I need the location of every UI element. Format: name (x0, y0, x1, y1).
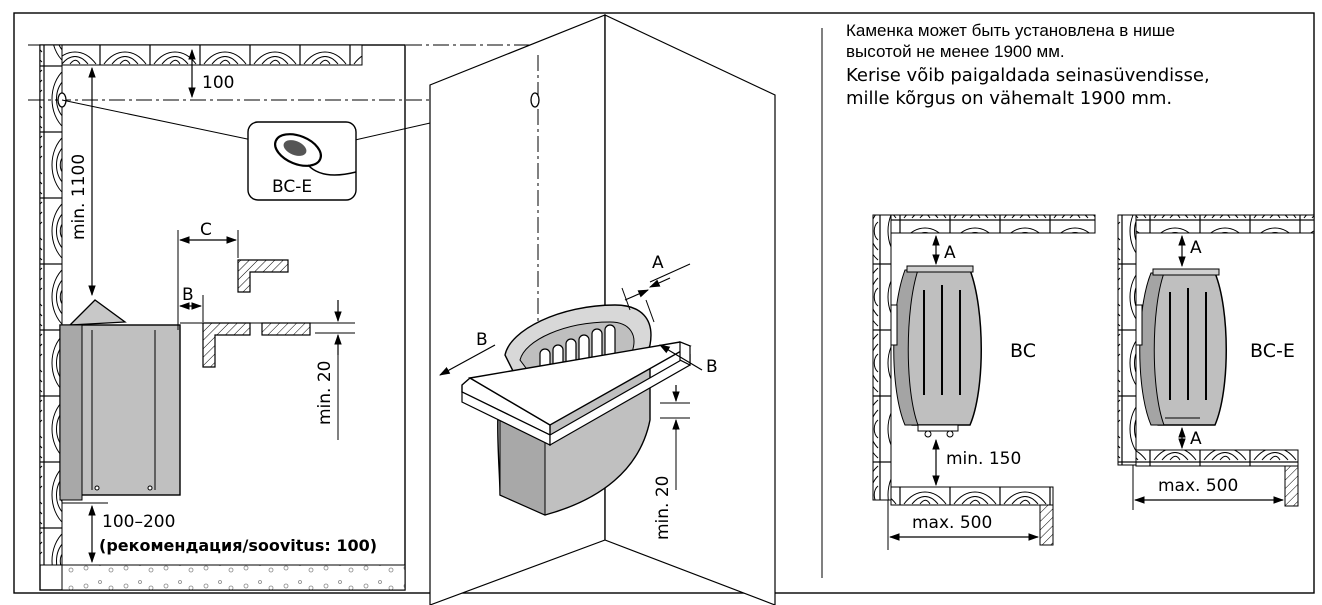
dim-floor-label: 100–200 (102, 512, 175, 532)
dim-b-label: B (182, 285, 194, 305)
sensor-perspective (530, 92, 540, 108)
bce-dim-max500: max. 500 (1158, 476, 1238, 496)
dim-min20-right-label: min. 20 (653, 476, 673, 541)
recommendation-text: (рекомендация/soovitus: 100) (99, 536, 377, 555)
niche-bce-diagram: A BC-E A max. 500 (1117, 214, 1315, 510)
wall-wood (39, 44, 63, 566)
bce-dim-a-top: A (1190, 238, 1202, 258)
note-estonian: Kerise võib paigaldada seinasüvendisse, … (846, 64, 1322, 110)
ceiling-wood (61, 44, 363, 66)
heater-bce (1135, 268, 1227, 426)
floor (61, 564, 406, 591)
heater-perspective (461, 304, 692, 516)
bc-model-label: BC (1010, 340, 1036, 362)
note-et-line2: mille kõrgus on vähemalt 1900 mm. (846, 88, 1173, 109)
sensor-icon (274, 133, 357, 176)
dim-b-left-label: B (476, 330, 488, 350)
dim-c-label: C (200, 220, 212, 240)
bce-model-label: BC-E (1250, 340, 1295, 362)
dim-sensor-height-label: min. 1100 (69, 154, 89, 240)
bc-dim-a: A (944, 243, 956, 263)
dim-shelf-gap-label: min. 20 (315, 361, 335, 426)
bc-dim-max500: max. 500 (912, 513, 992, 533)
heater-bc (890, 265, 982, 438)
note-ru-line1: Каменка может быть установлена в нише (846, 21, 1175, 40)
note-et-line1: Kerise võib paigaldada seinasüvendisse, (846, 65, 1210, 86)
perspective-view: A B B min. 20 (429, 14, 776, 605)
dim-top-label: 100 (202, 73, 234, 93)
dim-b-right-label: B (706, 357, 718, 377)
niche-bc-diagram: A BC min. 150 max. 500 (872, 214, 1096, 550)
dim-a-label: A (652, 253, 664, 273)
note-ru-line2: высотой не менее 1900 мм. (846, 42, 1065, 61)
bce-dim-a-bottom: A (1190, 429, 1202, 449)
sensor-label: BC-E (272, 177, 312, 197)
front-view: 100 min. 1100 BC-E C (28, 44, 570, 591)
note-russian: Каменка может быть установлена в нише вы… (846, 20, 1316, 62)
bc-dim-min150: min. 150 (946, 449, 1021, 469)
heater-front (59, 299, 181, 501)
outer-border (13, 12, 1315, 594)
